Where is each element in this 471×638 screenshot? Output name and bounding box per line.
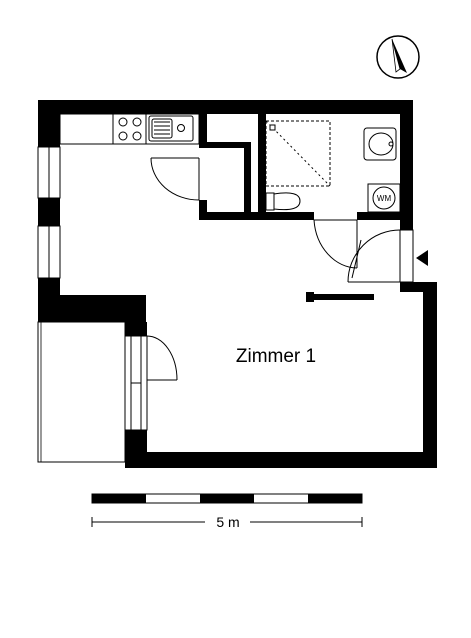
interior-walls bbox=[199, 114, 400, 302]
toilet bbox=[265, 192, 301, 211]
balcony-door bbox=[146, 335, 178, 381]
exterior-walls bbox=[38, 100, 437, 468]
balcony bbox=[37, 321, 126, 463]
entrance-door bbox=[347, 229, 414, 283]
windows bbox=[37, 146, 148, 431]
north-arrow-icon bbox=[376, 35, 420, 79]
bathroom bbox=[265, 120, 401, 213]
room-label: Zimmer 1 bbox=[236, 346, 316, 367]
scale-bar bbox=[91, 493, 363, 527]
scale-label: 5 m bbox=[216, 514, 239, 530]
kitchen-door bbox=[150, 157, 200, 201]
entrance-arrow-icon bbox=[416, 250, 428, 266]
kitchen-counter bbox=[59, 113, 200, 145]
stove bbox=[112, 113, 147, 145]
bathroom-door bbox=[313, 219, 358, 269]
washer-label: WM bbox=[377, 194, 392, 203]
